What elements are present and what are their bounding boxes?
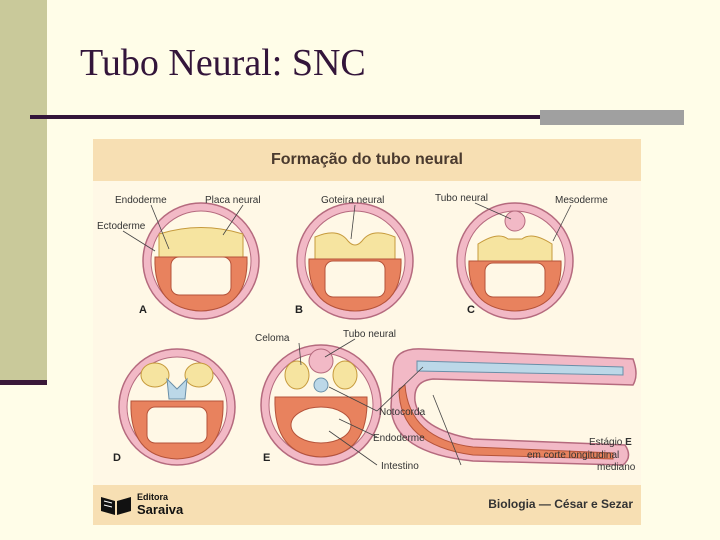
stage-letter-a: A <box>139 304 147 316</box>
left-decor-accent <box>0 380 47 385</box>
figure-header: Formação do tubo neural <box>93 139 641 181</box>
stage-b-embryo <box>296 202 414 320</box>
label-leader-lines <box>122 202 572 466</box>
label-tubo-neural-e: Tubo neural <box>343 329 396 340</box>
title-rule <box>30 115 540 119</box>
title-rule-accent-lower <box>540 119 684 125</box>
label-celoma: Celoma <box>255 333 290 344</box>
figure-credit: Biologia — César e Sezar <box>488 497 633 511</box>
left-decor-bar <box>0 0 47 382</box>
label-mesoderme: Mesoderme <box>555 195 608 206</box>
label-ectoderme: Ectoderme <box>97 221 146 232</box>
stage-letter-c: C <box>467 304 475 316</box>
stage-letter-d: D <box>113 452 121 464</box>
publisher-line1: Editora <box>137 492 169 502</box>
stage-c-embryo <box>456 202 574 320</box>
stage-d-embryo <box>118 348 236 466</box>
figure-title: Formação do tubo neural <box>270 151 463 168</box>
stage-e-cross-section <box>260 344 382 466</box>
stage-letter-b: B <box>295 304 303 316</box>
figure-footer: Editora Saraiva Biologia — César e Sezar <box>93 485 641 525</box>
title-rule-accent <box>540 110 684 119</box>
label-estagio-mediano: mediano <box>597 462 636 473</box>
stage-e-longitudinal-section <box>390 348 637 466</box>
slide-title: Tubo Neural: SNC <box>80 42 366 84</box>
label-intestino: Intestino <box>381 461 419 472</box>
stage-a-embryo <box>142 202 260 320</box>
stage-letter-e: E <box>263 452 270 464</box>
neural-tube-figure: Formação do tubo neural <box>93 139 641 525</box>
label-endoderme: Endoderme <box>115 195 167 206</box>
label-notocorda: Notocorda <box>379 407 426 418</box>
embryo-diagram: Endoderme Placa neural Ectoderme Goteira… <box>97 193 637 473</box>
label-estagio-corte: em corte longitudinal <box>527 450 619 461</box>
label-placa-neural: Placa neural <box>205 195 261 206</box>
publisher-logo-icon <box>101 497 131 515</box>
label-tubo-neural: Tubo neural <box>435 193 488 204</box>
label-endoderme-e: Endoderme <box>373 433 425 444</box>
publisher-line2: Saraiva <box>137 501 184 517</box>
label-estagio: Estágio E <box>589 437 632 448</box>
label-goteira-neural: Goteira neural <box>321 195 384 206</box>
publisher-name: Editora Saraiva <box>137 492 184 517</box>
